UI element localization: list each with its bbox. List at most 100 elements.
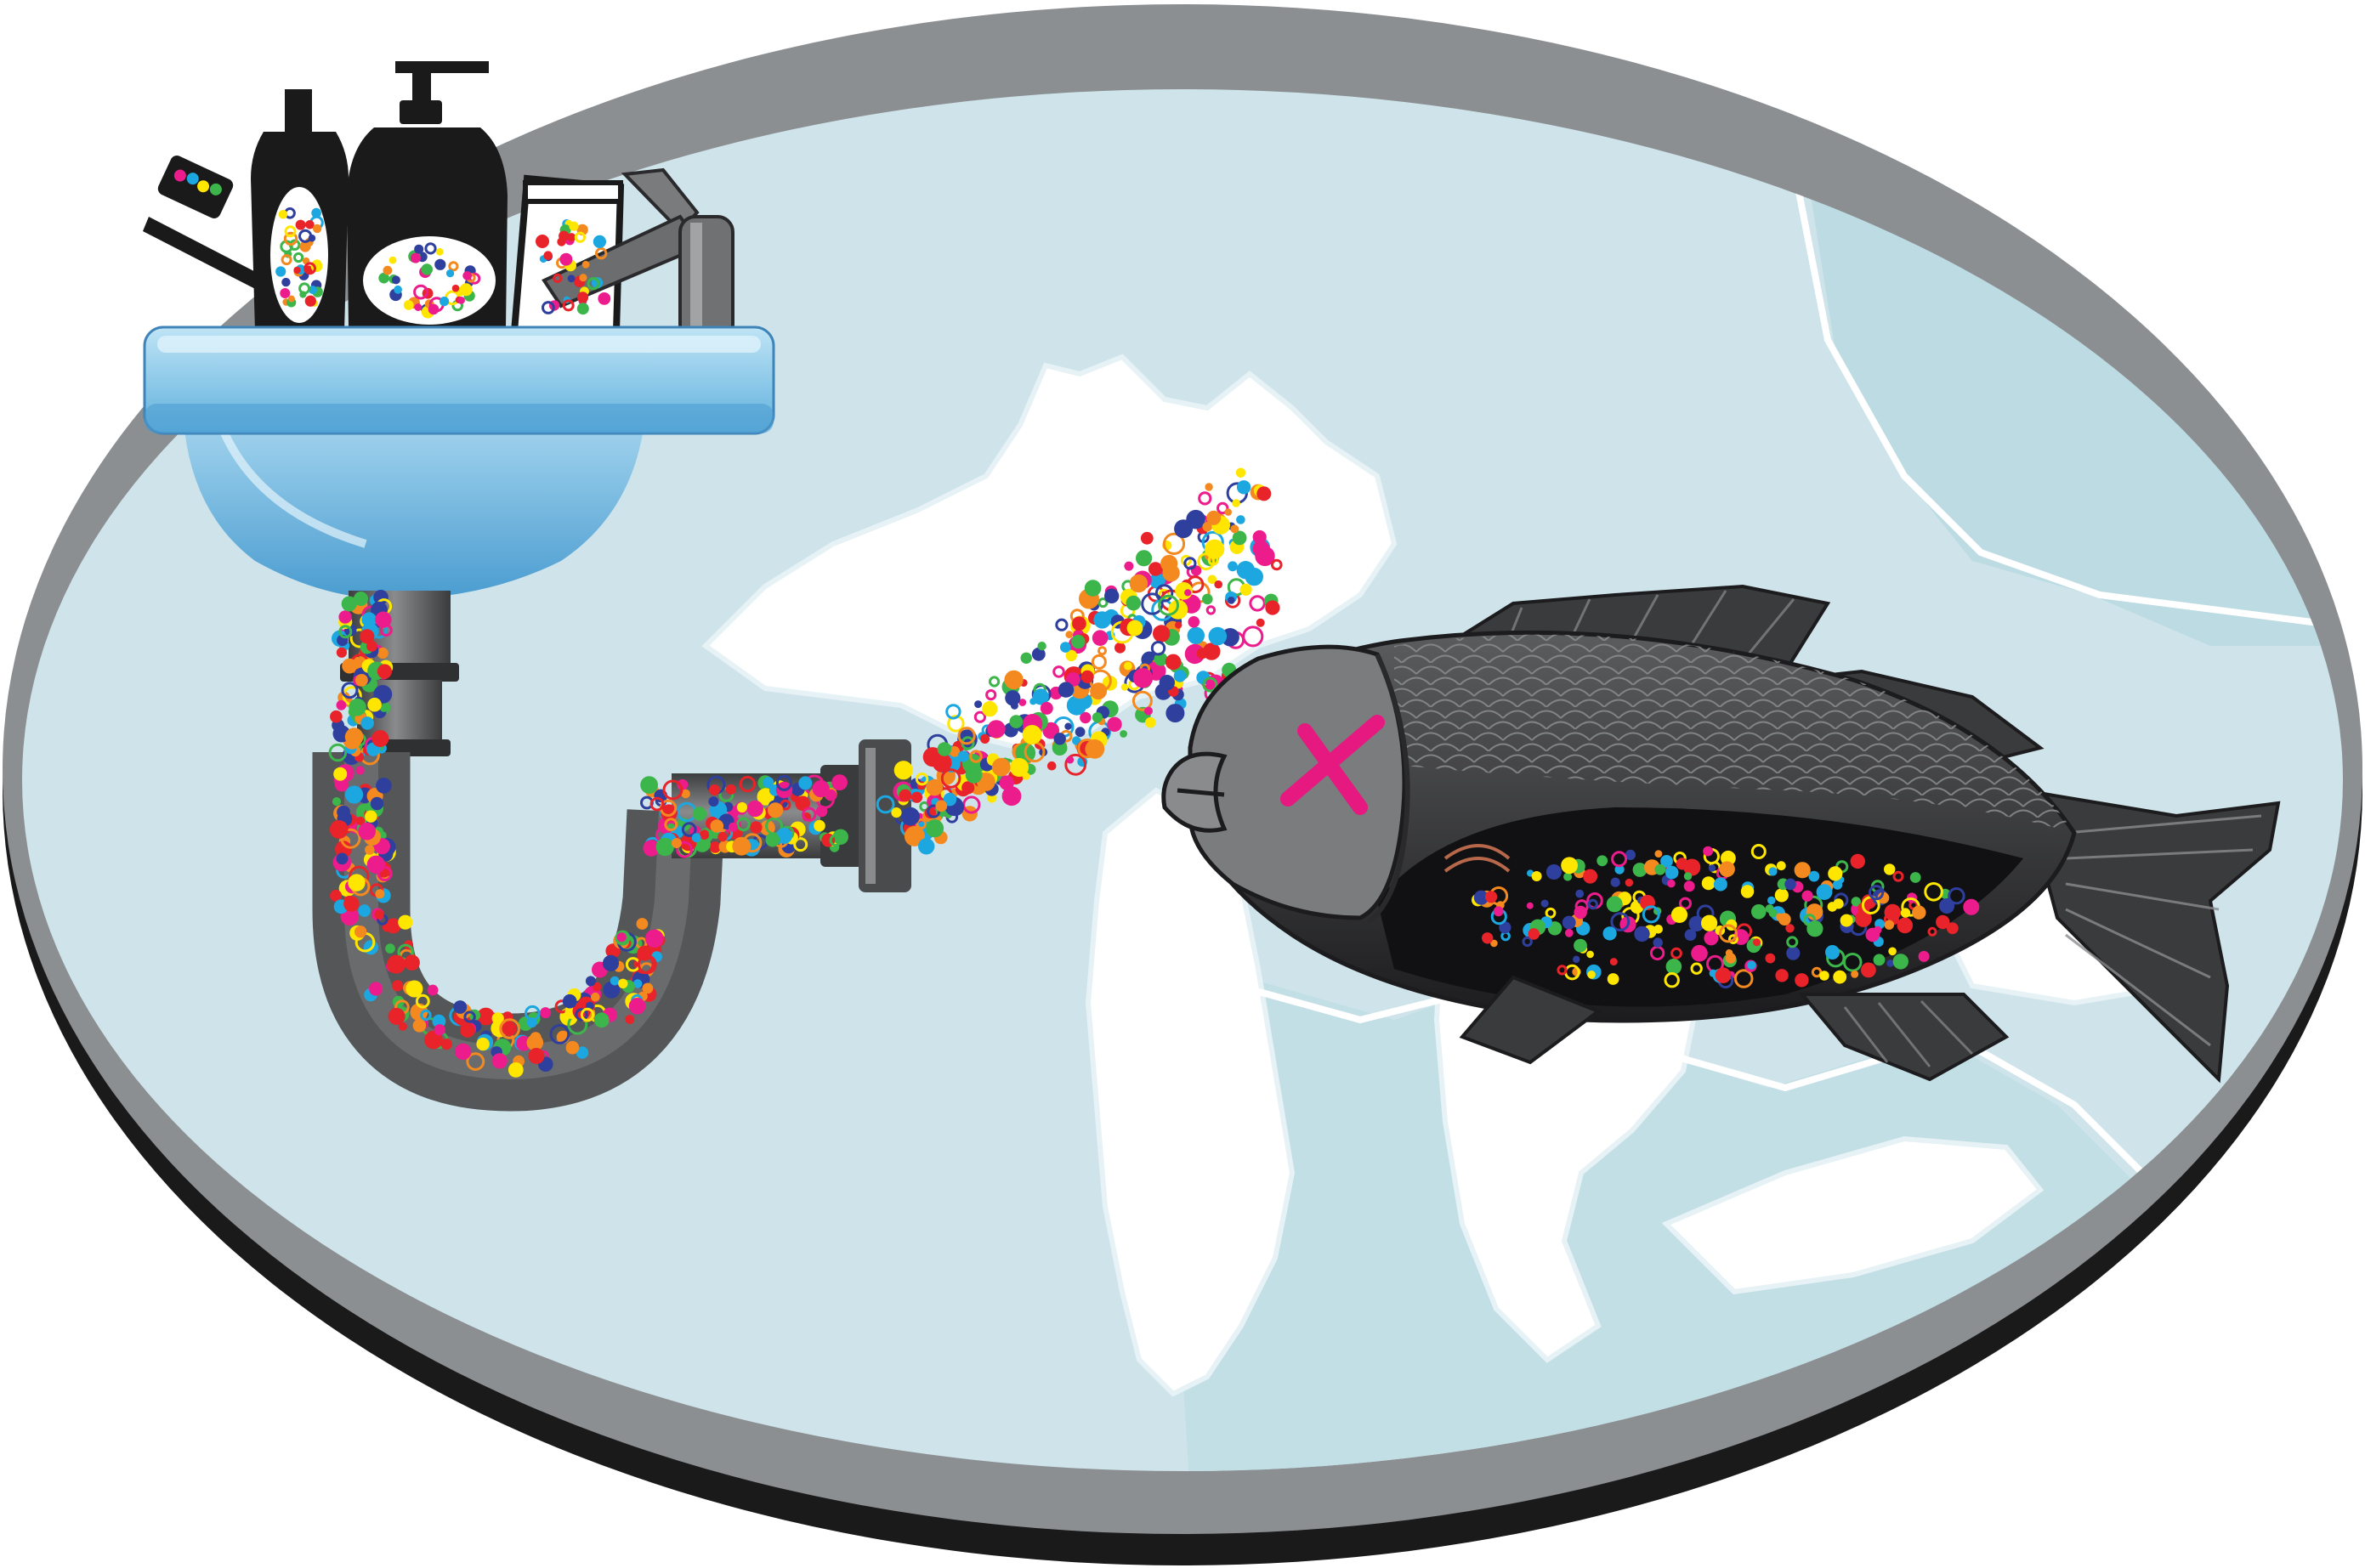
microbead bbox=[406, 980, 423, 998]
microbead bbox=[1058, 682, 1075, 698]
microbead bbox=[1232, 530, 1247, 546]
microbead bbox=[1774, 888, 1789, 903]
microbead bbox=[1704, 931, 1719, 946]
microbead bbox=[1052, 740, 1068, 756]
microbead bbox=[1126, 620, 1143, 637]
microbead bbox=[460, 1022, 475, 1038]
microbead bbox=[1205, 605, 1217, 615]
microbead bbox=[394, 285, 402, 294]
microbead bbox=[580, 1007, 595, 1022]
microbead bbox=[365, 810, 377, 823]
microbead bbox=[1150, 641, 1166, 656]
microbead bbox=[1778, 913, 1791, 926]
microbead bbox=[831, 774, 848, 791]
microbead bbox=[1665, 865, 1679, 880]
microbead bbox=[1205, 539, 1225, 559]
microbead bbox=[1819, 971, 1829, 981]
microbead bbox=[1634, 926, 1650, 942]
microbead bbox=[379, 703, 388, 712]
microbead bbox=[342, 658, 357, 674]
microbead bbox=[1265, 600, 1280, 615]
microbead bbox=[677, 778, 689, 790]
microbead bbox=[1642, 905, 1660, 924]
microbead bbox=[1768, 867, 1778, 876]
microbead bbox=[925, 819, 944, 838]
microbead bbox=[593, 235, 607, 248]
microbead bbox=[476, 1037, 490, 1051]
microbead bbox=[1575, 889, 1585, 898]
microbead bbox=[1562, 915, 1576, 930]
microbead bbox=[1206, 510, 1222, 525]
microbead bbox=[729, 822, 738, 832]
microbead bbox=[1066, 756, 1075, 764]
microbead bbox=[1040, 701, 1053, 715]
microbead bbox=[1684, 929, 1697, 941]
microbead bbox=[637, 945, 653, 961]
microbead bbox=[916, 818, 927, 829]
microbead bbox=[348, 707, 358, 717]
microbead bbox=[354, 592, 368, 606]
microbead bbox=[330, 710, 343, 723]
microbead bbox=[1165, 704, 1185, 723]
microbead bbox=[1236, 561, 1256, 580]
microbead bbox=[1018, 699, 1027, 706]
microbead bbox=[434, 1024, 445, 1036]
microbead bbox=[413, 284, 428, 300]
microbead bbox=[1683, 880, 1695, 892]
microbead bbox=[375, 889, 385, 899]
microbead bbox=[910, 791, 923, 803]
microbead bbox=[360, 629, 375, 644]
microbead bbox=[366, 855, 386, 874]
microbead bbox=[717, 831, 728, 842]
microbead bbox=[1126, 595, 1142, 611]
microbead bbox=[1900, 908, 1911, 918]
microbead bbox=[1573, 955, 1580, 964]
microbead bbox=[1715, 967, 1732, 983]
microbead bbox=[358, 904, 371, 917]
microbead bbox=[593, 1012, 610, 1028]
microbead bbox=[765, 832, 780, 847]
microbead bbox=[1775, 969, 1789, 982]
microbead bbox=[671, 838, 682, 848]
microbead bbox=[750, 821, 763, 834]
microbead bbox=[991, 757, 1011, 777]
microbead bbox=[1563, 872, 1573, 881]
microbead bbox=[358, 822, 377, 841]
microbead bbox=[1227, 597, 1235, 604]
microbead bbox=[569, 221, 579, 231]
microbead bbox=[1107, 716, 1122, 732]
microbead bbox=[989, 676, 1001, 688]
microbead bbox=[1092, 712, 1103, 723]
microbead bbox=[434, 258, 446, 270]
microbead bbox=[1091, 654, 1107, 670]
microbead bbox=[1750, 844, 1767, 859]
microbead bbox=[940, 768, 961, 789]
microbead bbox=[298, 229, 313, 243]
microbead bbox=[1610, 877, 1620, 887]
microbead bbox=[333, 767, 348, 781]
microbead bbox=[965, 767, 983, 784]
microbead bbox=[1153, 625, 1171, 642]
microbead bbox=[336, 647, 347, 658]
microbead bbox=[1228, 561, 1238, 572]
microbead bbox=[1020, 652, 1032, 664]
microbead bbox=[340, 828, 361, 849]
microbead bbox=[293, 252, 304, 263]
microbead bbox=[1256, 486, 1272, 501]
microbead bbox=[1753, 938, 1761, 947]
microbead bbox=[1924, 882, 1943, 902]
microbead bbox=[355, 766, 365, 775]
microbead bbox=[1224, 508, 1232, 516]
microbead bbox=[369, 982, 383, 996]
microbead bbox=[795, 795, 810, 812]
microbead bbox=[1173, 670, 1187, 682]
microbead bbox=[332, 797, 342, 807]
microbead bbox=[1825, 945, 1840, 959]
microbead bbox=[1767, 896, 1776, 905]
microbead bbox=[1719, 924, 1738, 943]
microbead bbox=[1005, 690, 1021, 706]
microbead bbox=[1236, 515, 1245, 524]
microbead bbox=[278, 210, 288, 219]
microbead bbox=[1482, 932, 1494, 944]
microbead bbox=[1561, 857, 1578, 875]
